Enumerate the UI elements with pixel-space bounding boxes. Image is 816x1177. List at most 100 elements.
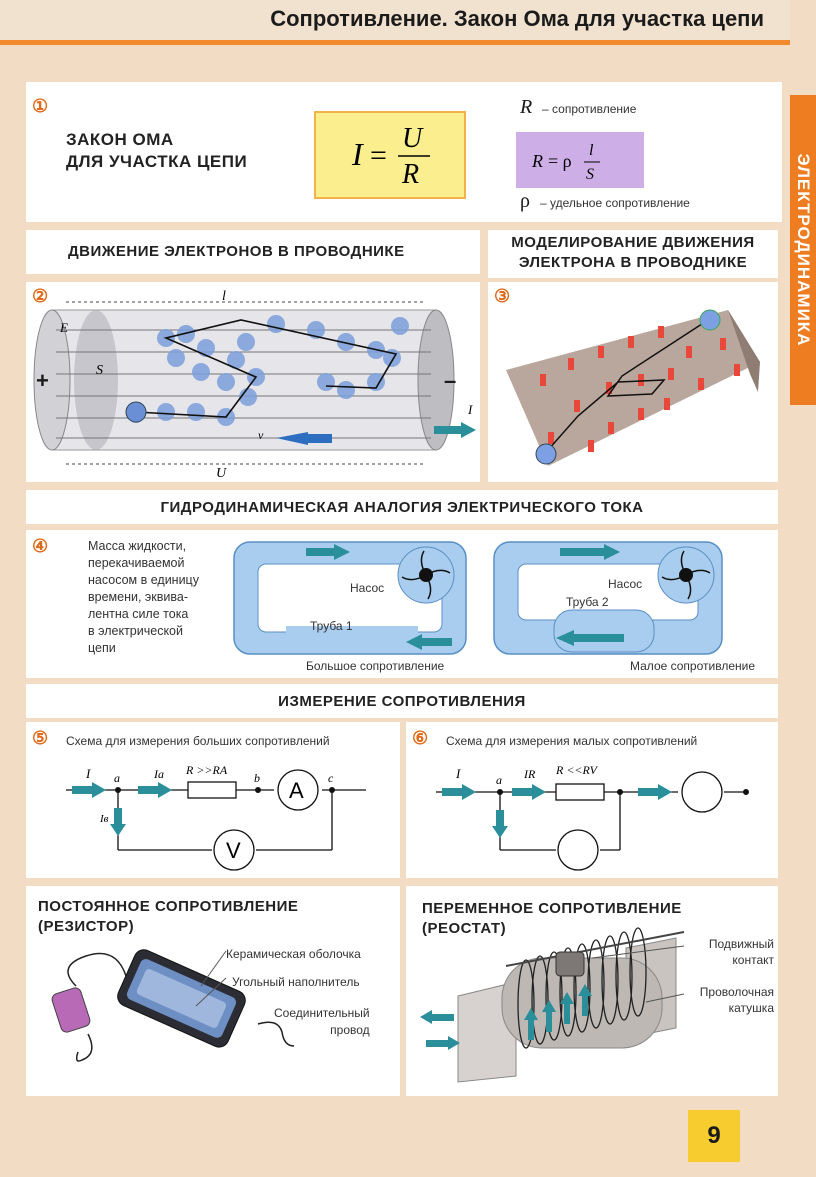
- measure-title: ИЗМЕРЕНИЕ СОПРОТИВЛЕНИЯ: [278, 693, 526, 710]
- pump-label-2: Насос: [608, 577, 642, 591]
- svg-text:I: I: [455, 766, 461, 781]
- svg-text:R: R: [531, 151, 543, 171]
- svg-text:=: =: [370, 139, 387, 172]
- contact-label-1: Подвижный: [708, 937, 774, 951]
- header-divider: [0, 40, 790, 45]
- velocity-v: v: [258, 428, 264, 442]
- svg-text:R <<RV: R <<RV: [555, 763, 599, 777]
- pipe1-label: Труба 1: [310, 619, 353, 633]
- pump-label-1: Насос: [350, 581, 384, 595]
- desc-line: Масса жидкости,: [88, 539, 187, 553]
- hydro-description: Масса жидкости, перекачиваемой насосом в…: [88, 538, 199, 657]
- electrons-panel: ② l E S v: [26, 282, 480, 482]
- scheme-small-circuit: I a IR R <<RV: [436, 763, 749, 871]
- measure-title-panel: ИЗМЕРЕНИЕ СОПРОТИВЛЕНИЯ: [26, 684, 778, 718]
- hydro-title-panel: ГИДРОДИНАМИЧЕСКАЯ АНАЛОГИЯ ЭЛЕКТРИЧЕСКОГ…: [26, 490, 778, 524]
- scheme-big-circuit: I a Iа R >>RA b c Iв A V: [66, 763, 366, 871]
- page-number: 9: [688, 1110, 740, 1162]
- desc-line: перекачиваемой: [88, 556, 185, 570]
- modeling-title-2: ЭЛЕКТРОНА В ПРОВОДНИКЕ: [518, 254, 748, 271]
- svg-text:R: R: [401, 159, 419, 190]
- rheostat-illustration: [420, 927, 685, 1083]
- wire-label-1: Соединительный: [274, 1006, 370, 1020]
- ohm-title-2: ДЛЯ УЧАСТКА ЦЕПИ: [66, 152, 248, 171]
- rheostat-panel: ПЕРЕМЕННОЕ СОПРОТИВЛЕНИЕ (РЕОСТАТ) Подви…: [406, 886, 778, 1096]
- svg-text:c: c: [328, 771, 334, 785]
- section-number-2: ②: [32, 286, 49, 306]
- small-res-label: Малое сопротивление: [630, 659, 755, 673]
- scheme-big-title: Схема для измерения больших сопротивлени…: [66, 734, 330, 748]
- section-number-6: ⑥: [412, 728, 429, 748]
- svg-text:A: A: [289, 778, 304, 803]
- resistor-title-1: ПОСТОЯННОЕ СОПРОТИВЛЕНИЕ: [38, 898, 299, 915]
- svg-text:I: I: [351, 136, 364, 172]
- pipe2-label: Труба 2: [566, 595, 609, 609]
- modeling-title-panel: МОДЕЛИРОВАНИЕ ДВИЖЕНИЯ ЭЛЕКТРОНА В ПРОВО…: [488, 230, 778, 278]
- r-symbol: R: [520, 96, 533, 118]
- desc-line: времени, эквива-: [88, 590, 189, 604]
- field-E: E: [59, 320, 68, 335]
- contact-label-2: контакт: [732, 953, 774, 967]
- big-res-label: Большое сопротивление: [306, 659, 445, 673]
- page-title: Сопротивление. Закон Ома для участка цеп…: [270, 6, 764, 31]
- conductor-diagram: l E S v U I: [33, 289, 476, 481]
- resistor-panel: ПОСТОЯННОЕ СОПРОТИВЛЕНИЕ (РЕЗИСТОР) Кера…: [26, 886, 400, 1096]
- svg-text:IR: IR: [523, 767, 536, 781]
- ohm-title-1: ЗАКОН ОМА: [66, 130, 174, 149]
- coil-label-1: Проволочная: [699, 985, 774, 999]
- wire-label: Соединительный провод: [274, 1005, 370, 1039]
- section-number-1: ①: [32, 96, 49, 116]
- scheme-small-title: Схема для измерения малых сопротивлений: [446, 734, 698, 748]
- rho-symbol: ρ: [520, 190, 530, 212]
- coil-label: Проволочная катушка: [682, 984, 774, 1016]
- hydro-title: ГИДРОДИНАМИЧЕСКАЯ АНАЛОГИЯ ЭЛЕКТРИЧЕСКОГ…: [160, 499, 644, 516]
- modeling-panel: ③: [488, 282, 778, 482]
- wire-label-2: провод: [330, 1023, 370, 1037]
- modeling-title-1: МОДЕЛИРОВАНИЕ ДВИЖЕНИЯ: [511, 234, 755, 251]
- svg-text:U: U: [402, 123, 424, 154]
- header-band: [0, 0, 790, 44]
- svg-text:V: V: [226, 838, 241, 863]
- desc-line: насосом в единицу: [88, 573, 199, 587]
- svg-text:b: b: [254, 771, 260, 785]
- coil-label-2: катушка: [728, 1001, 774, 1015]
- ohm-formula-box: I = U R: [314, 111, 466, 199]
- area-S: S: [96, 363, 103, 378]
- section-number-5: ⑤: [32, 728, 49, 748]
- current-I: I: [467, 402, 473, 417]
- ohm-formula: I = U R: [351, 123, 430, 190]
- svg-text:a: a: [496, 773, 502, 787]
- svg-text:Iв: Iв: [99, 813, 109, 825]
- desc-line: в электрической: [88, 624, 183, 638]
- electrons-title-panel: ДВИЖЕНИЕ ЭЛЕКТРОНОВ В ПРОВОДНИКЕ: [26, 230, 480, 274]
- svg-text:Iа: Iа: [153, 767, 164, 781]
- shell-label: Керамическая оболочка: [226, 947, 361, 961]
- resistance-formula: R = ρ l S: [531, 142, 600, 183]
- resistor-title-2: (РЕЗИСТОР): [38, 918, 135, 935]
- scheme-small-panel: ⑥ Схема для измерения малых сопротивлени…: [406, 722, 778, 878]
- rheostat-title-2: (РЕОСТАТ): [422, 920, 507, 937]
- svg-text:l: l: [589, 142, 594, 159]
- plus-sign: +: [36, 368, 49, 393]
- hydro-diagrams: Насос Труба 1 Большое сопротивление Насо…: [233, 541, 755, 673]
- svg-text:S: S: [586, 166, 594, 183]
- section-number-3: ③: [494, 286, 511, 306]
- side-tab: ЭЛЕКТРОДИНАМИКА: [790, 95, 816, 405]
- desc-line: цепи: [88, 641, 116, 655]
- filler-label: Угольный наполнитель: [232, 975, 360, 989]
- svg-text:a: a: [114, 771, 120, 785]
- incline-model: [506, 309, 760, 466]
- svg-text:R >>RA: R >>RA: [185, 763, 228, 777]
- ohm-panel: ① ЗАКОН ОМА ДЛЯ УЧАСТКА ЦЕПИ I = U R R –…: [26, 82, 782, 222]
- rho-label: – удельное сопротивление: [540, 196, 690, 210]
- length-l: l: [222, 289, 226, 304]
- svg-text:I: I: [85, 766, 91, 781]
- r-label: – сопротивление: [542, 102, 637, 116]
- side-tab-label: ЭЛЕКТРОДИНАМИКА: [794, 153, 813, 347]
- voltage-U: U: [216, 466, 227, 481]
- contact-label: Подвижный контакт: [686, 936, 774, 968]
- svg-text:= ρ: = ρ: [548, 151, 572, 171]
- scheme-big-panel: ⑤ Схема для измерения больших сопротивле…: [26, 722, 400, 878]
- rheostat-title-1: ПЕРЕМЕННОЕ СОПРОТИВЛЕНИЕ: [422, 900, 682, 917]
- minus-sign: –: [444, 368, 457, 393]
